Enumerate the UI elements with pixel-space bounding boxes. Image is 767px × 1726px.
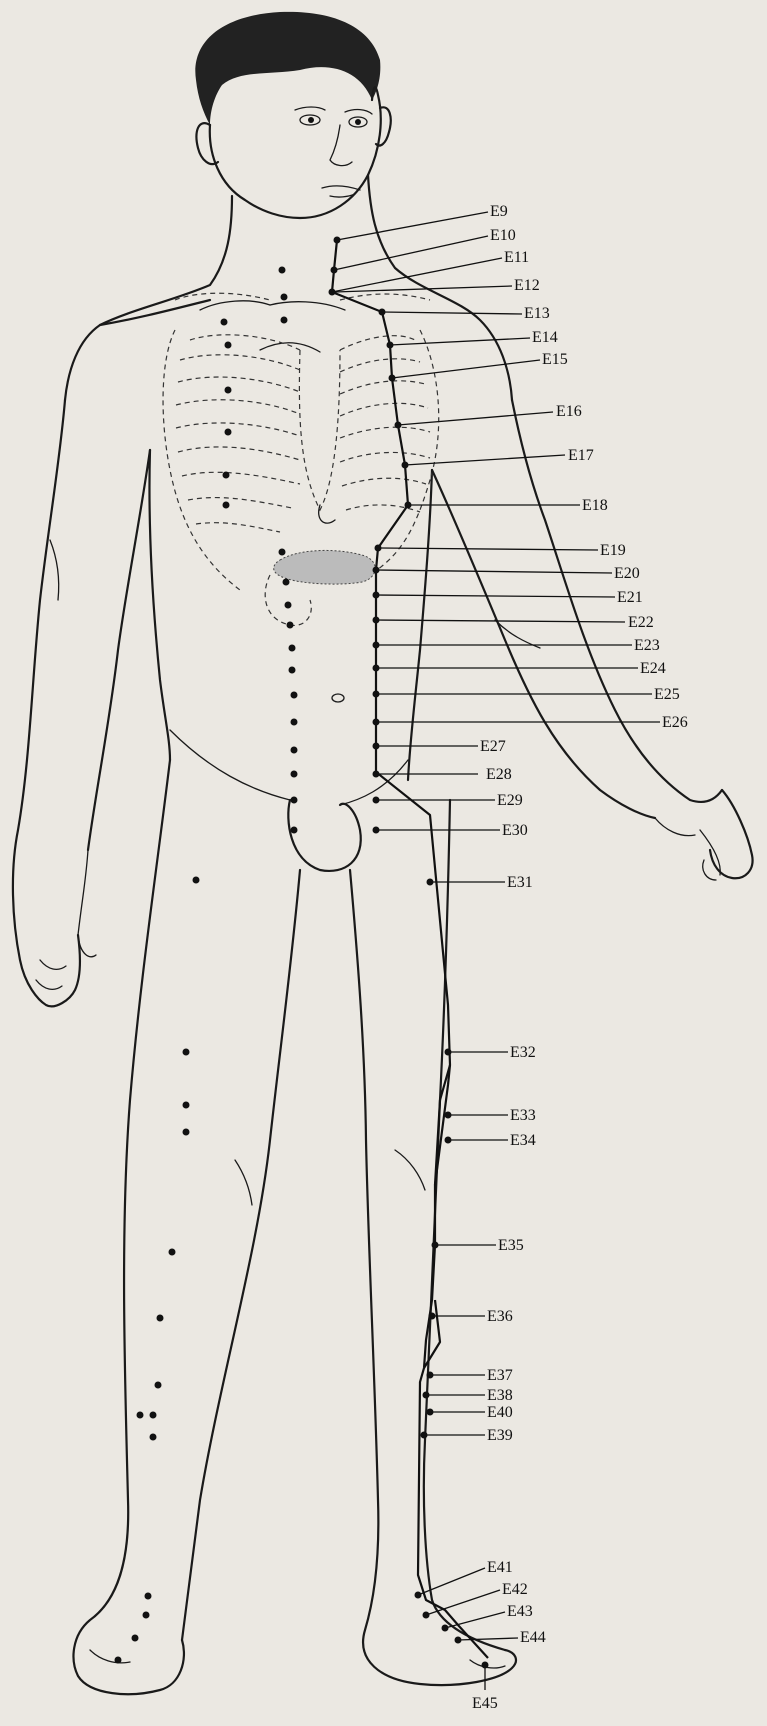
label-E27: E27 — [480, 738, 506, 755]
rib-cage — [163, 293, 439, 625]
label-E42: E42 — [502, 1581, 528, 1598]
label-E37: E37 — [487, 1367, 513, 1384]
label-E39: E39 — [487, 1427, 513, 1444]
label-E9: E9 — [490, 203, 508, 220]
label-E35: E35 — [498, 1237, 524, 1254]
label-E33: E33 — [510, 1107, 536, 1124]
label-E12: E12 — [514, 277, 540, 294]
label-E43: E43 — [507, 1603, 533, 1620]
label-E29: E29 — [497, 792, 523, 809]
label-E14: E14 — [532, 329, 558, 346]
label-E13: E13 — [524, 305, 550, 322]
label-E44: E44 — [520, 1629, 546, 1646]
label-E23: E23 — [634, 637, 660, 654]
label-E30: E30 — [502, 822, 528, 839]
point-labels: E9 E10 E11 E12 E13 E14 E15 E16 E17 E18 E… — [472, 203, 688, 1712]
meridian-points — [329, 237, 489, 1669]
label-E28: E28 — [486, 766, 512, 783]
left-arm — [432, 400, 753, 880]
label-E10: E10 — [490, 227, 516, 244]
label-E45: E45 — [472, 1695, 498, 1712]
head — [195, 12, 390, 218]
unlabeled-points — [115, 267, 298, 1664]
label-E25: E25 — [654, 686, 680, 703]
label-E32: E32 — [510, 1044, 536, 1061]
label-E40: E40 — [487, 1404, 513, 1421]
label-E11: E11 — [504, 249, 529, 266]
label-E18: E18 — [582, 497, 608, 514]
stomach-meridian-path — [332, 240, 488, 1658]
label-E24: E24 — [640, 660, 666, 677]
label-E20: E20 — [614, 565, 640, 582]
label-E31: E31 — [507, 874, 533, 891]
label-E16: E16 — [556, 403, 582, 420]
right-arm — [13, 400, 150, 1006]
label-E41: E41 — [487, 1559, 513, 1576]
label-E21: E21 — [617, 589, 643, 606]
label-E22: E22 — [628, 614, 654, 631]
label-E34: E34 — [510, 1132, 536, 1149]
label-E17: E17 — [568, 447, 594, 464]
label-E38: E38 — [487, 1387, 513, 1404]
legs — [74, 760, 516, 1694]
label-E26: E26 — [662, 714, 688, 731]
label-E36: E36 — [487, 1308, 513, 1325]
label-E19: E19 — [600, 542, 626, 559]
leader-lines — [332, 212, 660, 1690]
torso-outline — [65, 175, 512, 871]
label-E15: E15 — [542, 351, 568, 368]
